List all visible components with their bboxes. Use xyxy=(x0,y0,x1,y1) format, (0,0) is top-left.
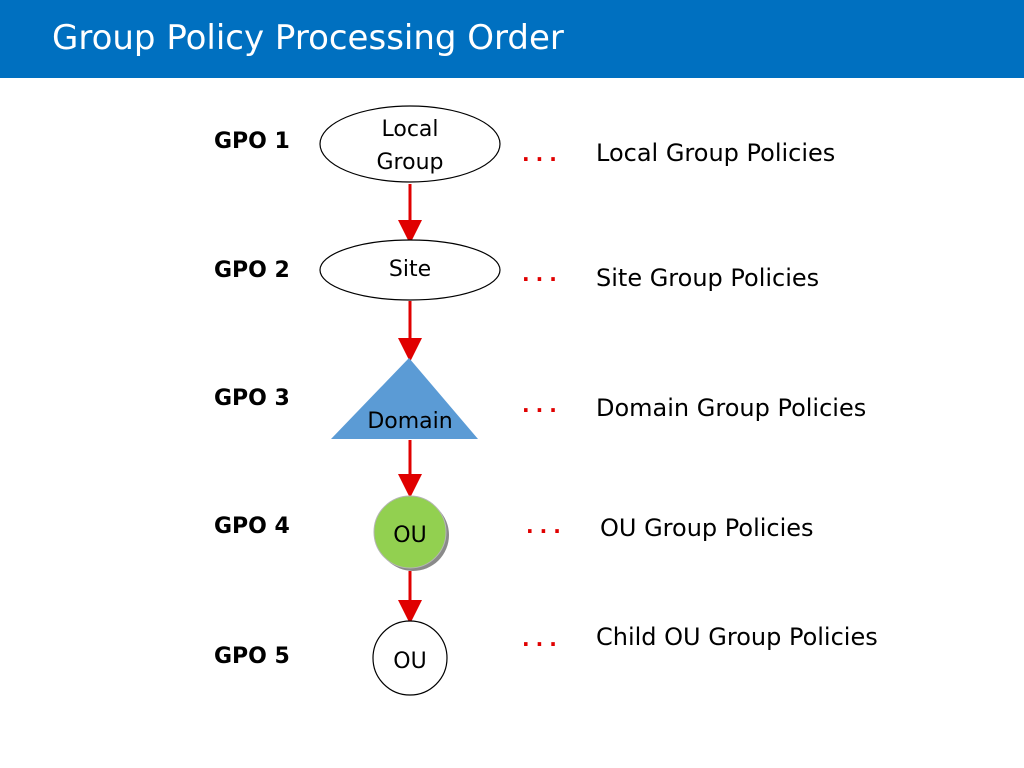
site-node-label: Site xyxy=(388,257,432,282)
gpo-3-label: GPO 3 xyxy=(214,386,290,411)
ou-node-label: OU xyxy=(393,523,427,548)
local-group-node xyxy=(319,105,501,183)
gpo-5-label: GPO 5 xyxy=(214,644,290,669)
child-ou-group-policies-text: Child OU Group Policies xyxy=(596,623,878,651)
child-ou-node-label: OU xyxy=(393,649,427,674)
title-bar: Group Policy Processing Order xyxy=(0,0,1024,78)
local-group-node-label: Local Group xyxy=(376,117,444,175)
leader-dots-3: ... xyxy=(522,393,563,417)
page-title: Group Policy Processing Order xyxy=(52,18,564,58)
gpo-1-label: GPO 1 xyxy=(214,129,290,154)
gpo-4-label: GPO 4 xyxy=(214,514,290,539)
gpo-2-label: GPO 2 xyxy=(214,258,290,283)
ou-node xyxy=(373,495,447,569)
leader-dots-5: ... xyxy=(522,627,563,651)
site-group-policies-text: Site Group Policies xyxy=(596,264,820,292)
leader-dots-2: ... xyxy=(522,262,563,286)
leader-dots-1: ... xyxy=(522,142,563,166)
domain-node xyxy=(331,358,478,439)
child-ou-node xyxy=(372,620,448,696)
domain-group-policies-text: Domain Group Policies xyxy=(596,394,867,422)
ou-group-policies-text: OU Group Policies xyxy=(600,514,814,542)
site-node xyxy=(319,239,501,301)
local-group-policies-text: Local Group Policies xyxy=(596,139,836,167)
domain-node-label: Domain xyxy=(367,409,453,434)
leader-dots-4: ... xyxy=(526,514,567,538)
